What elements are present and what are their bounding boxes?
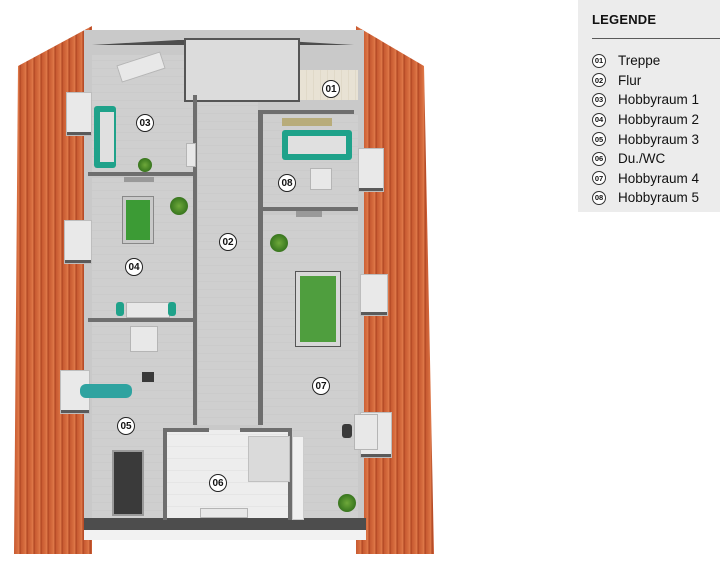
wall-06-left	[163, 428, 167, 520]
legend-number-badge: 03	[592, 92, 606, 107]
legend-item: 03 Hobbyraum 1	[592, 90, 699, 110]
wall-hall-left	[193, 95, 197, 425]
window-right-2	[360, 274, 388, 316]
cabinet	[186, 143, 196, 167]
plant-icon	[138, 158, 152, 172]
legend-item: 07 Hobbyraum 4	[592, 169, 699, 189]
legend-number-badge: 08	[592, 190, 606, 205]
exercise-bike	[80, 384, 132, 398]
room-badge-08: 08	[278, 174, 296, 192]
wall-08-top	[258, 110, 354, 114]
desk	[354, 414, 378, 450]
legend-number-badge: 04	[592, 112, 606, 127]
chair-right	[168, 302, 176, 316]
legend-divider	[592, 38, 720, 39]
room-badge-05: 05	[117, 417, 135, 435]
window-left-2	[64, 220, 92, 264]
sofa-room-08	[282, 130, 352, 160]
legend-label: Treppe	[618, 53, 661, 69]
bench	[126, 302, 170, 318]
legend-item: 01 Treppe	[592, 51, 699, 71]
legend-number-badge: 07	[592, 171, 606, 186]
window-left-1	[66, 92, 92, 136]
plant-icon	[270, 234, 288, 252]
room-badge-03: 03	[136, 114, 154, 132]
wall-06-top-right	[240, 428, 290, 432]
office-chair	[342, 424, 352, 438]
wall-08-07	[262, 207, 358, 211]
shower	[248, 436, 290, 482]
room-badge-01: 01	[322, 80, 340, 98]
legend-number-badge: 02	[592, 73, 606, 88]
room-02	[198, 95, 258, 425]
wall-04-05	[88, 318, 196, 322]
coffee-table	[310, 168, 332, 190]
pool-table	[295, 271, 341, 347]
legend-item: 02 Flur	[592, 71, 699, 91]
legend-item: 05 Hobbyraum 3	[592, 129, 699, 149]
legend-label: Flur	[618, 72, 642, 88]
room-badge-04: 04	[125, 258, 143, 276]
wall-art	[282, 118, 332, 126]
room-badge-06: 06	[209, 474, 227, 492]
legend-item: 06 Du./WC	[592, 149, 699, 169]
stair-core	[184, 38, 300, 102]
chair-left	[116, 302, 124, 316]
legend-label: Du./WC	[618, 151, 666, 167]
window-left-3	[60, 370, 90, 414]
legend-label: Hobbyraum 4	[618, 170, 700, 186]
dumbbells	[142, 372, 154, 382]
hall-cabinet	[292, 436, 304, 520]
wall-06-top-left	[163, 428, 209, 432]
legend-number-badge: 01	[592, 53, 606, 68]
room-badge-02: 02	[219, 233, 237, 251]
treadmill	[112, 450, 144, 516]
shelf	[296, 211, 322, 217]
wall-hall-right	[258, 110, 263, 425]
plant-icon	[338, 494, 356, 512]
legend-panel: LEGENDE 01 Treppe 02 Flur 03 Hobbyraum 1 04…	[578, 0, 720, 212]
legend-item: 04 Hobbyraum 2	[592, 110, 699, 130]
legend-number-badge: 06	[592, 151, 606, 166]
legend-label: Hobbyraum 5	[618, 190, 700, 206]
plant-icon	[170, 197, 188, 215]
weight-bench	[130, 326, 158, 352]
window-right-1	[358, 148, 384, 192]
wall-03-04	[88, 172, 196, 176]
outer-wall-bottom	[84, 518, 366, 530]
shelf	[124, 177, 154, 182]
legend-title: LEGENDE	[592, 12, 657, 27]
legend-item: 08 Hobbyraum 5	[592, 188, 699, 208]
floor-bottom-edge	[84, 530, 366, 540]
washbasin	[200, 508, 248, 518]
legend-label: Hobbyraum 3	[618, 131, 700, 147]
legend-label: Hobbyraum 2	[618, 112, 700, 128]
legend-label: Hobbyraum 1	[618, 92, 700, 108]
legend-number-badge: 05	[592, 132, 606, 147]
sofa-room-03	[94, 106, 116, 168]
room-badge-07: 07	[312, 377, 330, 395]
wall-06-right	[288, 428, 292, 520]
foosball-table	[122, 196, 154, 244]
